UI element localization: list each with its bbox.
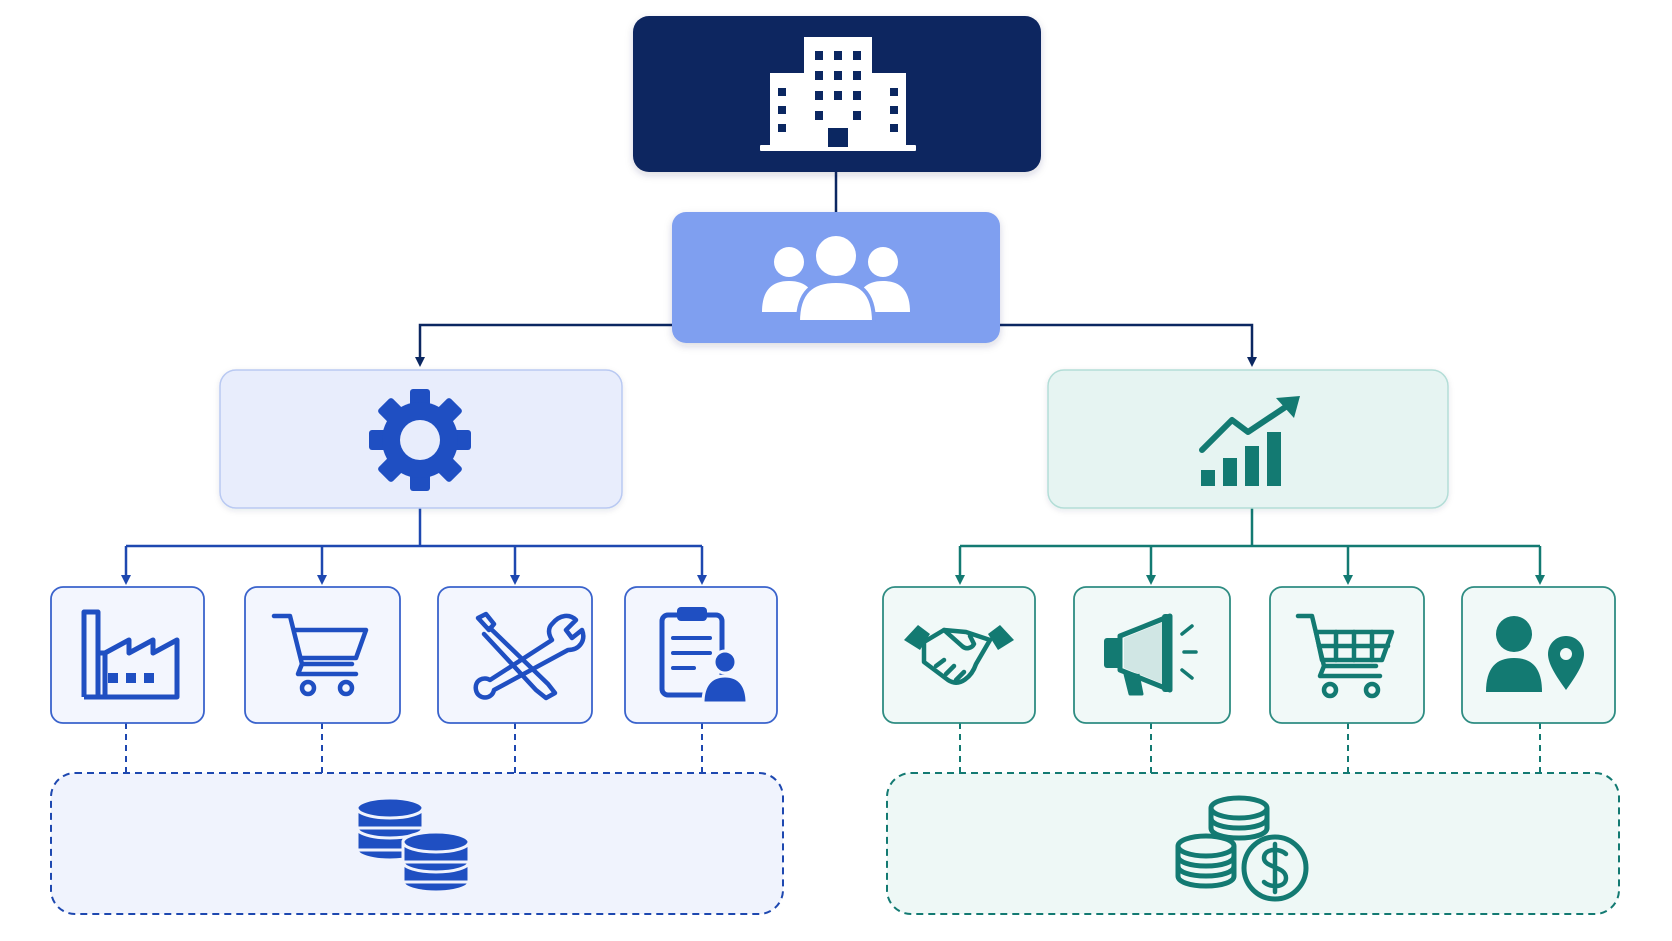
operations-node [219,369,623,509]
growth-chart-icon [1199,396,1300,486]
cart-node-ops [244,586,401,724]
person-location-node [1461,586,1616,724]
coin-stacks-icon [355,796,471,894]
cart-node-growth [1269,586,1425,724]
operations-pool [50,772,784,915]
coins-dollar-icon [1175,795,1309,902]
office-building-icon [760,37,916,151]
clipboard-node [624,586,778,724]
team-left-connector [415,323,672,367]
handshake-icon [904,625,1014,685]
connectors [121,172,1545,773]
root-node [633,16,1041,172]
team-right-connector [1000,323,1257,367]
megaphone-node [1073,586,1231,724]
clipboard-person-icon [659,607,749,705]
factory-icon [81,609,180,700]
operations-children [50,586,778,724]
handshake-node [882,586,1036,724]
person-location-icon [1486,616,1584,692]
gear-icon [369,389,471,491]
tools-node [437,586,593,724]
team-people-icon [762,232,910,324]
team-node [672,212,1000,343]
shopping-cart-icon [271,613,369,697]
growth-pool [886,772,1620,915]
shopping-cart-icon [1295,613,1395,699]
growth-children [882,586,1616,724]
growth-node [1047,369,1449,509]
megaphone-icon [1104,613,1198,696]
factory-node [50,586,205,724]
wrench-screwdriver-icon [473,611,586,701]
